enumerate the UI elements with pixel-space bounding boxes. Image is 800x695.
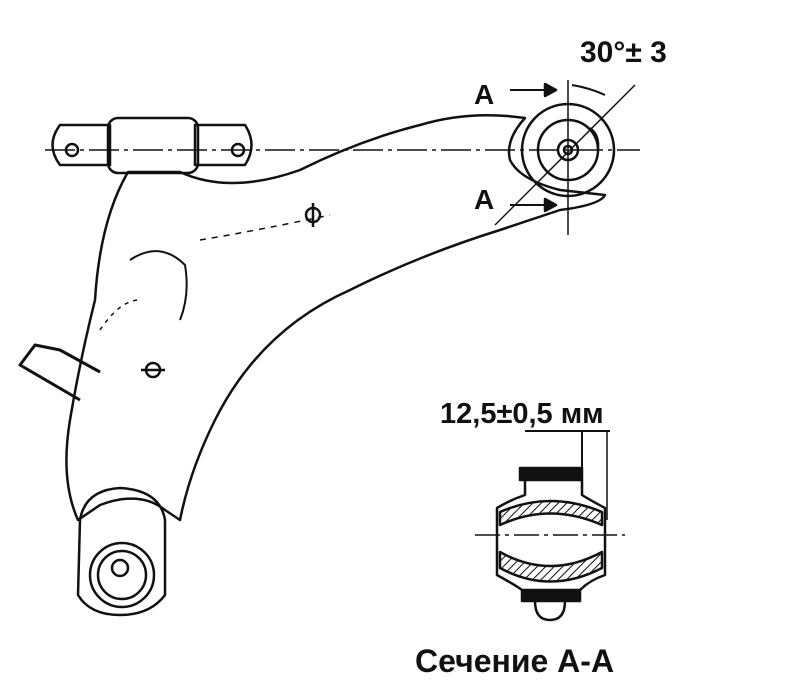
section-mark-bottom: A	[474, 184, 494, 215]
dimension-label: 12,5±0,5 мм	[440, 398, 604, 430]
ball-joint	[76, 486, 167, 617]
angle-label: 30°± 3	[580, 36, 667, 69]
mount-point-mark	[304, 203, 322, 227]
front-bushing	[51, 116, 253, 175]
mount-point-mark	[141, 361, 165, 379]
bushing-section	[475, 430, 625, 622]
section-title: Сечение А-А	[415, 643, 614, 679]
section-mark-top: A	[474, 79, 494, 110]
arm-body	[65, 113, 607, 522]
wire-clip	[18, 343, 101, 402]
